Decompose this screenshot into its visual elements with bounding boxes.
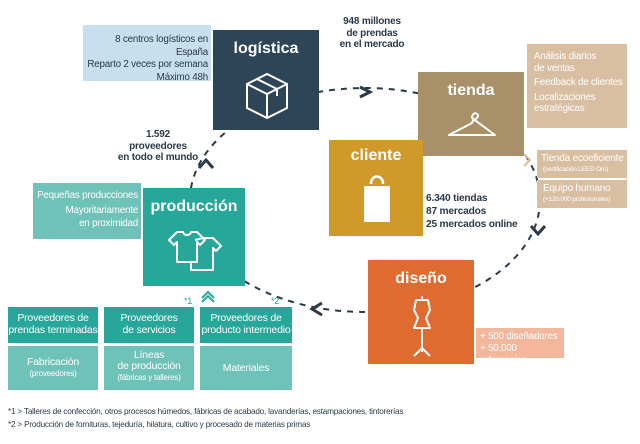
title-line: Proveedores bbox=[120, 312, 178, 324]
clothes-icon bbox=[168, 231, 222, 271]
title-line: producto intermedio bbox=[201, 324, 291, 336]
info-line: Máximo 48h bbox=[156, 71, 209, 83]
arrow-icon bbox=[359, 85, 374, 99]
title-line: Proveedores de bbox=[17, 312, 89, 324]
hanger-icon bbox=[448, 112, 496, 136]
diseno-info: + 500 diseñadores + 50.000 referencias bbox=[480, 331, 564, 367]
title-line: Proveedores de bbox=[210, 312, 282, 324]
sub-line: (proveedores) bbox=[29, 369, 77, 378]
diseno-info-box bbox=[476, 328, 564, 358]
equipo-sub: (+120.000 profesionales) bbox=[543, 196, 611, 203]
produccion-info-box bbox=[33, 183, 141, 239]
note-line: 948 millones bbox=[343, 16, 401, 27]
cliente-label: cliente bbox=[350, 147, 402, 164]
stat-line: 6.340 tiendas bbox=[426, 193, 488, 204]
cliente-node: cliente bbox=[329, 140, 423, 236]
info-line: en proximidad bbox=[79, 218, 138, 229]
footnotes: *1 > Talleres de confección, otros proce… bbox=[8, 405, 628, 431]
produccion-info: Pequeñas producciones Mayoritariamente e… bbox=[36, 189, 138, 230]
supplier-sub-1: Fabricación (proveedores) bbox=[8, 346, 98, 390]
tienda-eco-box: Tienda ecoeficiente (certificación LEED … bbox=[537, 150, 627, 178]
produccion-node: producción bbox=[143, 188, 245, 286]
info-line: Pequeñas producciones bbox=[37, 190, 138, 201]
info-line: Feedback de clientes bbox=[534, 77, 623, 88]
sub-line: Líneas bbox=[133, 349, 165, 361]
equipo-box: Equipo humano (+120.000 profesionales) bbox=[537, 180, 627, 208]
sub-line: (fábricas y talleres) bbox=[117, 373, 181, 382]
sub-line: de producción bbox=[117, 360, 181, 372]
logistica-label: logística bbox=[233, 40, 299, 57]
arrow-icon bbox=[201, 290, 215, 303]
produccion-label: producción bbox=[150, 198, 238, 215]
diseno-node: diseño bbox=[368, 260, 474, 364]
supplier-sub-3: Materiales bbox=[200, 346, 292, 390]
arrow-icon bbox=[529, 225, 547, 237]
footnote: *2 > Producción de fornituras, tejeduría… bbox=[8, 420, 311, 429]
info-line: de ventas bbox=[534, 62, 575, 74]
sub-line: Materiales bbox=[222, 362, 270, 374]
mercado-note: 948 millones de prendas en el mercado bbox=[336, 16, 408, 51]
dress-form-icon bbox=[413, 296, 431, 357]
title-line: de servicios bbox=[122, 324, 176, 336]
tienda-info: Análisis diarios de ventas Feedback de c… bbox=[534, 51, 626, 115]
note-line: en todo el mundo bbox=[117, 152, 199, 163]
box-icon bbox=[246, 72, 288, 120]
tienda-node: tienda bbox=[418, 72, 524, 156]
logistica-info-box bbox=[83, 25, 211, 81]
supplier-sub-2: Líneas de producción (fábricas y tallere… bbox=[104, 346, 194, 390]
footnote: *1 > Talleres de confección, otros proce… bbox=[8, 407, 404, 416]
stat-line: 25 mercados online bbox=[426, 219, 518, 230]
diseno-label: diseño bbox=[395, 270, 447, 287]
stat-line: 87 mercados bbox=[426, 206, 487, 217]
info-line: Localizaciones bbox=[534, 91, 596, 103]
info-line: Mayoritariamente bbox=[65, 205, 139, 216]
info-line: Reparto 2 veces por semana bbox=[87, 59, 208, 70]
note-line: 1.592 proveedores bbox=[129, 129, 187, 152]
proveedores-note: 1.592 proveedores en todo el mundo bbox=[116, 129, 200, 164]
info-line: estratégicas bbox=[534, 103, 585, 114]
supplier-title-3: Proveedores de producto intermedio bbox=[200, 307, 292, 343]
title-line: prendas terminadas bbox=[8, 324, 98, 336]
info-line: 8 centros logísticos en España bbox=[115, 34, 208, 58]
tienda-eco-sub: (certificación LEED Oro) bbox=[543, 166, 609, 173]
tienda-label: tienda bbox=[447, 82, 495, 99]
note-line: de prendas bbox=[346, 27, 398, 39]
supplier-title-2: Proveedores de servicios bbox=[104, 307, 194, 343]
equipo-title: Equipo humano bbox=[543, 183, 611, 194]
info-line: Análisis diarios bbox=[534, 51, 597, 62]
tiendas-stats: 6.340 tiendas 87 mercados 25 mercados on… bbox=[426, 192, 526, 231]
arrow-icon bbox=[309, 301, 323, 317]
sub-line: Fabricación bbox=[26, 356, 80, 368]
info-line: + 50.000 referencias bbox=[480, 343, 527, 366]
shopping-bag-icon bbox=[364, 175, 390, 222]
tienda-eco-title: Tienda ecoeficiente bbox=[541, 153, 624, 164]
tienda-info-box bbox=[527, 44, 627, 128]
marker-1: *1 bbox=[184, 296, 193, 306]
info-line: + 500 diseñadores bbox=[480, 331, 558, 342]
supplier-title-1: Proveedores de prendas terminadas bbox=[8, 307, 98, 343]
logistica-info: 8 centros logísticos en España Reparto 2… bbox=[84, 34, 208, 84]
note-line: en el mercado bbox=[339, 39, 405, 50]
arrow-icon bbox=[197, 157, 215, 169]
logistica-node: logística bbox=[213, 30, 319, 130]
marker-2: *2 bbox=[271, 296, 280, 306]
